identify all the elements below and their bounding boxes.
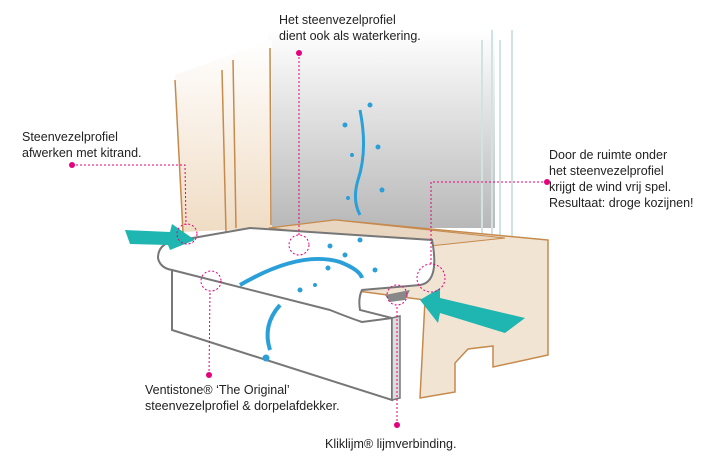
- label-line: afwerken met kitrand.: [22, 146, 142, 160]
- label-line: steenvezelprofiel & dorpelafdekker.: [145, 399, 340, 413]
- label-glue-joint: Kliklijm® lijmverbinding.: [325, 436, 456, 452]
- label-line: krijgt de wind vrij spel.: [549, 180, 672, 194]
- water-drops: [238, 102, 385, 362]
- label-line: Ventistone® ‘The Original’: [145, 383, 290, 397]
- stone-fiber-profile: [156, 226, 436, 402]
- label-line: het steenvezelprofiel: [549, 164, 664, 178]
- label-ventilation: Door de ruimte onder het steenvezelprofi…: [549, 147, 694, 211]
- wall-plank-lines: [174, 47, 272, 233]
- profile-edge-line: [171, 269, 393, 324]
- label-sealant-edge: Steenvezelprofiel afwerken met kitrand.: [22, 129, 142, 161]
- glue-joint-detail: [385, 290, 410, 302]
- label-line: Het steenvezelprofiel: [279, 13, 396, 27]
- wind-arrow-right-icon: [420, 288, 525, 333]
- callout-circles-and-leaders: [72, 53, 547, 425]
- kliklijm-strip: [391, 315, 401, 401]
- label-line: Kliklijm® lijmverbinding.: [325, 437, 457, 451]
- label-line: Resultaat: droge kozijnen!: [549, 196, 694, 210]
- label-line: Door de ruimte onder: [549, 148, 668, 162]
- label-line: dient ook als waterkering.: [279, 29, 421, 43]
- label-line: Steenvezelprofiel: [22, 130, 118, 144]
- label-water-barrier: Het steenvezelprofiel dient ook als wate…: [279, 12, 421, 44]
- wind-arrow-left-icon: [125, 224, 195, 250]
- label-product: Ventistone® ‘The Original’ steenvezelpro…: [145, 382, 340, 414]
- back-wall: [268, 30, 495, 228]
- callout-dots: [69, 50, 550, 428]
